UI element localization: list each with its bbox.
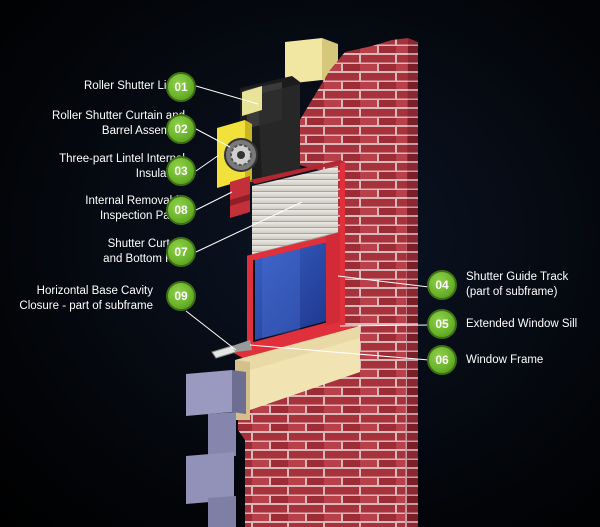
label-04-line-2: (part of subframe) <box>466 286 558 298</box>
label-04: Shutter Guide Track (part of subframe) <box>466 270 568 300</box>
cavity-closure <box>211 340 252 359</box>
label-01-line-1: Roller Shutter Lintel <box>84 80 185 92</box>
badge-03: 03 <box>166 156 196 186</box>
badge-05: 05 <box>427 309 457 339</box>
leader-04 <box>337 275 430 288</box>
badge-04: 04 <box>427 270 457 300</box>
label-04-line-1: Shutter Guide Track <box>466 271 569 283</box>
label-08: Internal Removable Inspection Panel <box>85 194 185 224</box>
label-07-line-1: Shutter Curtain <box>107 238 185 250</box>
concrete-blocks <box>186 370 246 527</box>
label-02: Roller Shutter Curtain and Barrel Assemb… <box>52 109 185 139</box>
leader-02 <box>195 128 231 148</box>
leader-07 <box>195 201 303 253</box>
label-08-line-2: Inspection Panel <box>99 210 185 222</box>
inspection-panel <box>230 176 250 218</box>
leader-06 <box>249 344 430 361</box>
leader-lines <box>185 85 430 361</box>
badge-01: 01 <box>166 72 196 102</box>
label-05: Extended Window Sill <box>466 317 577 332</box>
badge-02: 02 <box>166 114 196 144</box>
window-sill <box>232 322 360 420</box>
label-05-line-1: Extended Window Sill <box>466 318 578 330</box>
leader-08 <box>195 191 233 211</box>
label-07: Shutter Curtain and Bottom Rail <box>103 237 185 267</box>
label-02-line-1: Roller Shutter Curtain and <box>52 110 185 122</box>
label-02-line-2: Barrel Assembly <box>101 125 185 137</box>
badge-07: 07 <box>166 237 196 267</box>
label-06: Window Frame <box>466 353 543 368</box>
label-06-line-1: Window Frame <box>466 354 544 366</box>
label-09-line-1: Horizontal Base Cavity <box>36 285 153 297</box>
badge-08: 08 <box>166 195 196 225</box>
label-07-line-2: and Bottom Rail <box>103 253 185 265</box>
badge-06: 06 <box>427 345 457 375</box>
label-01: Roller Shutter Lintel <box>84 79 185 94</box>
leader-05 <box>339 324 430 327</box>
window-glass <box>255 232 338 340</box>
label-09-line-2: Closure - part of subframe <box>19 300 153 312</box>
label-08-line-1: Internal Removable <box>85 195 185 207</box>
label-03-line-1: Three-part Lintel Internal <box>59 153 185 165</box>
leader-01 <box>195 85 259 105</box>
leader-09 <box>185 310 237 351</box>
roller-barrel <box>224 138 258 172</box>
label-09: Horizontal Base Cavity Closure - part of… <box>19 284 153 314</box>
badge-09: 09 <box>166 281 196 311</box>
leader-03 <box>195 154 220 172</box>
